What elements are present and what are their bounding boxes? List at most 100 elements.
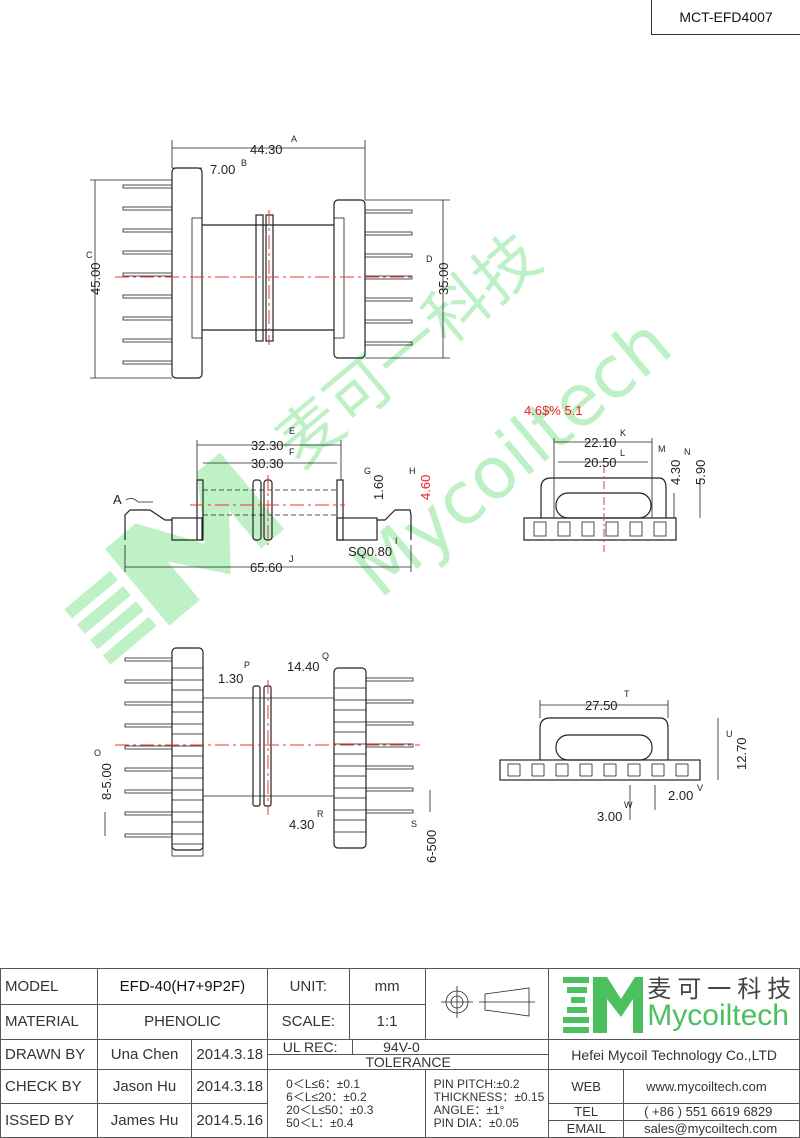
red-note: 4.6$% 5.1 [524,403,583,418]
slot [579,763,593,777]
side-view: 32.30 E 30.30 F 1.60 G 4.60 H SQ0.80 I 6… [113,426,433,575]
email-link[interactable]: sales@mycoiltech.com [644,1121,778,1136]
scale-value: 1:1 [348,1003,426,1040]
marker-H: H [409,466,416,476]
slot [629,521,643,537]
logo-en: Mycoiltech [647,999,789,1032]
tolerance-row: ANGLE：±1° [433,1102,505,1117]
unit-label: UNIT: [267,968,350,1005]
contact-labels: TEL EMAIL [548,1103,625,1138]
pin [122,360,173,365]
marker-L: L [620,448,625,458]
slot [651,763,665,777]
projection-symbol-icon [424,968,550,1040]
marker-P: P [244,660,250,670]
tolerance-ranges: 0＜L≤6：±0.1 6＜L≤20：±0.2 20＜L≤50：±0.3 50＜L… [267,1069,426,1138]
dim-D: 35.00 [436,262,451,295]
dim-V: 2.00 [668,788,693,803]
pin [124,745,173,750]
tel-value: ( +86 ) 551 6619 6829 [624,1104,799,1121]
check-date: 2014.3.18 [191,1069,269,1104]
pin [124,789,173,794]
pin [365,677,414,682]
email-label: EMAIL [566,1121,606,1136]
tel-label: TEL [549,1104,624,1121]
web-link[interactable]: www.mycoiltech.com [623,1069,800,1104]
pin [365,721,414,726]
pin [124,657,173,662]
marker-V: V [697,783,703,793]
pin [124,679,173,684]
tolerance-row: PIN DIA：±0.05 [433,1115,519,1130]
marker-B: B [241,158,247,168]
pin [365,765,414,770]
slot [555,763,569,777]
watermark-logo-icon [64,452,285,665]
drawn-date: 2014.3.18 [191,1039,269,1070]
dim-J: 65.60 [250,560,283,575]
marker-K: K [620,428,626,438]
pin [365,787,414,792]
pin [122,250,173,255]
pin [124,833,173,838]
dim-A: 44.30 [250,142,283,157]
tolerance-general: PIN PITCH:±0.2 THICKNESS：±0.15 ANGLE：±1°… [424,1069,550,1138]
slot [605,521,619,537]
marker-J: J [289,554,294,564]
contact-values: ( +86 ) 551 6619 6829 sales@mycoiltech.c… [623,1103,800,1138]
issued-date: 2014.5.16 [191,1103,269,1138]
end-view: 27.50 T 12.70 U 2.00 V 3.00 W [499,689,749,824]
slot [533,521,547,537]
pin [124,767,173,772]
pin [122,294,173,299]
dim-T: 27.50 [585,698,618,713]
marker-O: O [94,748,101,758]
pin [122,228,173,233]
slot [531,763,545,777]
marker-A: A [291,134,297,144]
flange-slot [171,733,204,747]
marker-E: E [289,426,295,436]
company-logo: 麦可一科技 Mycoiltech [548,968,800,1040]
pin [364,297,413,302]
flange-slot [333,819,367,833]
pin [364,319,413,324]
logo-cn: 麦可一科技 [647,975,798,1003]
title-block: MODEL EFD-40(H7+9P2F) UNIT: mm 麦可一科技 Myc… [0,968,800,1138]
ul-label: UL REC: [268,1040,354,1054]
marker-C: C [86,250,93,260]
marker-M: M [658,444,666,454]
drawn-by: Una Chen [96,1039,193,1070]
flange-slot [333,687,367,701]
marker-N: N [684,447,691,457]
marker-Q: Q [322,651,329,661]
slot [557,521,571,537]
tolerance-row: 20＜L≤50：±0.3 [286,1102,374,1117]
slot [653,521,667,537]
dim-B: 7.00 [210,162,235,177]
dim-Q: 14.40 [287,659,320,674]
marker-F: F [289,447,295,457]
marker-G: G [364,466,371,476]
issued-by: James Hu [96,1103,193,1138]
dim-E: 32.30 [251,438,284,453]
technical-drawing: 麦可一科技 Mycoiltech 44.30 A 7.00 B 45.00 C … [64,134,749,863]
tolerance-row: 0＜L≤6：±0.1 [286,1076,361,1091]
dim-F: 30.30 [251,456,284,471]
web-label: WEB [548,1069,625,1104]
slot [675,763,689,777]
dim-U: 12.70 [734,737,749,770]
check-by: Jason Hu [96,1069,193,1104]
drawing-number: MCT-EFD4007 [651,0,800,35]
scale-label: SCALE: [267,1003,350,1040]
slot [627,763,641,777]
mycoiltech-logo-icon [563,977,644,1033]
dim-G: 1.60 [371,475,386,500]
flange-slot [333,753,367,767]
flange-slot [171,821,204,835]
dim-I: SQ0.80 [348,544,392,559]
ul-value: 94V-0 [383,1039,420,1055]
model-value: EFD-40(H7+9P2F) [96,968,269,1005]
flange-slot [171,689,204,703]
tolerance-row: THICKNESS：±0.15 [433,1089,545,1104]
